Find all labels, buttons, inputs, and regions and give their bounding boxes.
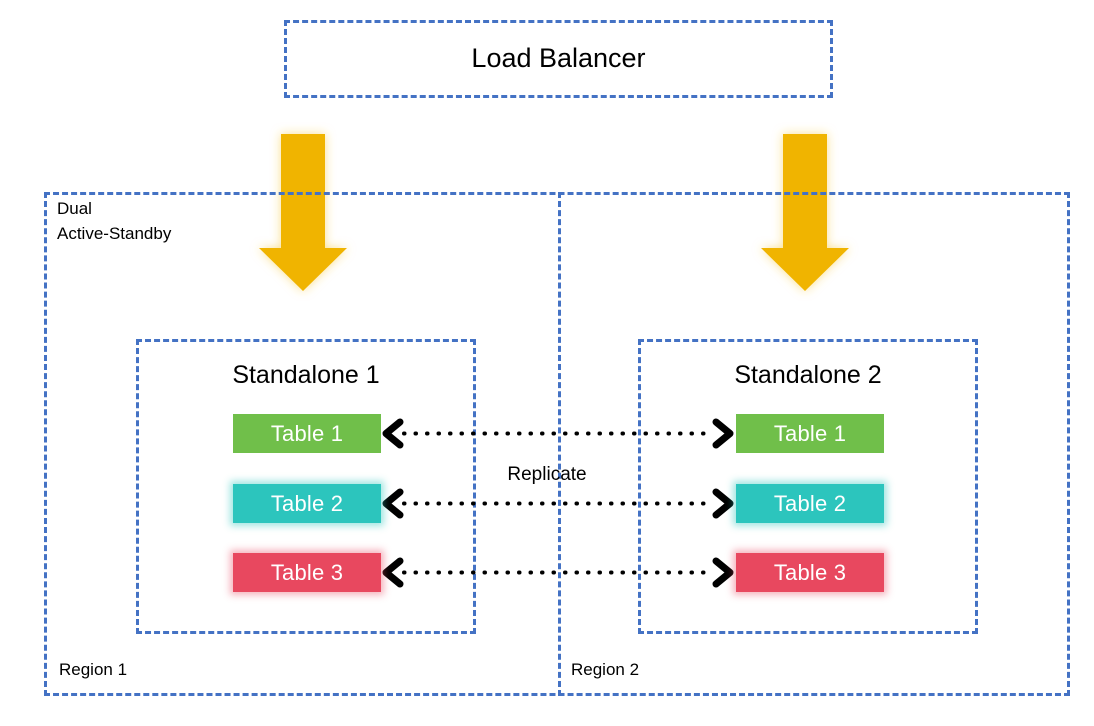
standalone-2-box[interactable]: Standalone 2 bbox=[638, 339, 978, 634]
table-chip-label: Table 3 bbox=[773, 559, 847, 585]
table-chip-standalone2-table1[interactable]: Table 1 bbox=[736, 414, 884, 453]
table-chip-standalone2-table2[interactable]: Table 2 bbox=[736, 484, 884, 523]
region-1-label: Region 1 bbox=[59, 660, 128, 679]
standalone-2-title: Standalone 2 bbox=[734, 361, 882, 389]
table-chip-standalone1-table3[interactable]: Table 3 bbox=[233, 553, 381, 592]
table-chip-label: Table 1 bbox=[773, 420, 847, 446]
table-chip-label: Table 2 bbox=[270, 490, 344, 516]
dual-active-standby-label: Dual Active-Standby bbox=[57, 199, 172, 243]
table-chip-standalone2-table3[interactable]: Table 3 bbox=[736, 553, 884, 592]
table-chip-label: Table 2 bbox=[773, 490, 847, 516]
region-2-label: Region 2 bbox=[571, 660, 640, 679]
table-chip-label: Table 3 bbox=[270, 559, 344, 585]
table-chip-label: Table 1 bbox=[270, 420, 344, 446]
region-divider-line bbox=[558, 192, 561, 696]
standalone-1-box[interactable]: Standalone 1 bbox=[136, 339, 476, 634]
standalone-1-title: Standalone 1 bbox=[232, 361, 380, 389]
load-balancer-box[interactable]: Load Balancer bbox=[284, 20, 833, 98]
load-balancer-label: Load Balancer bbox=[471, 43, 646, 74]
table-chip-standalone1-table2[interactable]: Table 2 bbox=[233, 484, 381, 523]
regions-container-box bbox=[44, 192, 1070, 696]
table-chip-standalone1-table1[interactable]: Table 1 bbox=[233, 414, 381, 453]
